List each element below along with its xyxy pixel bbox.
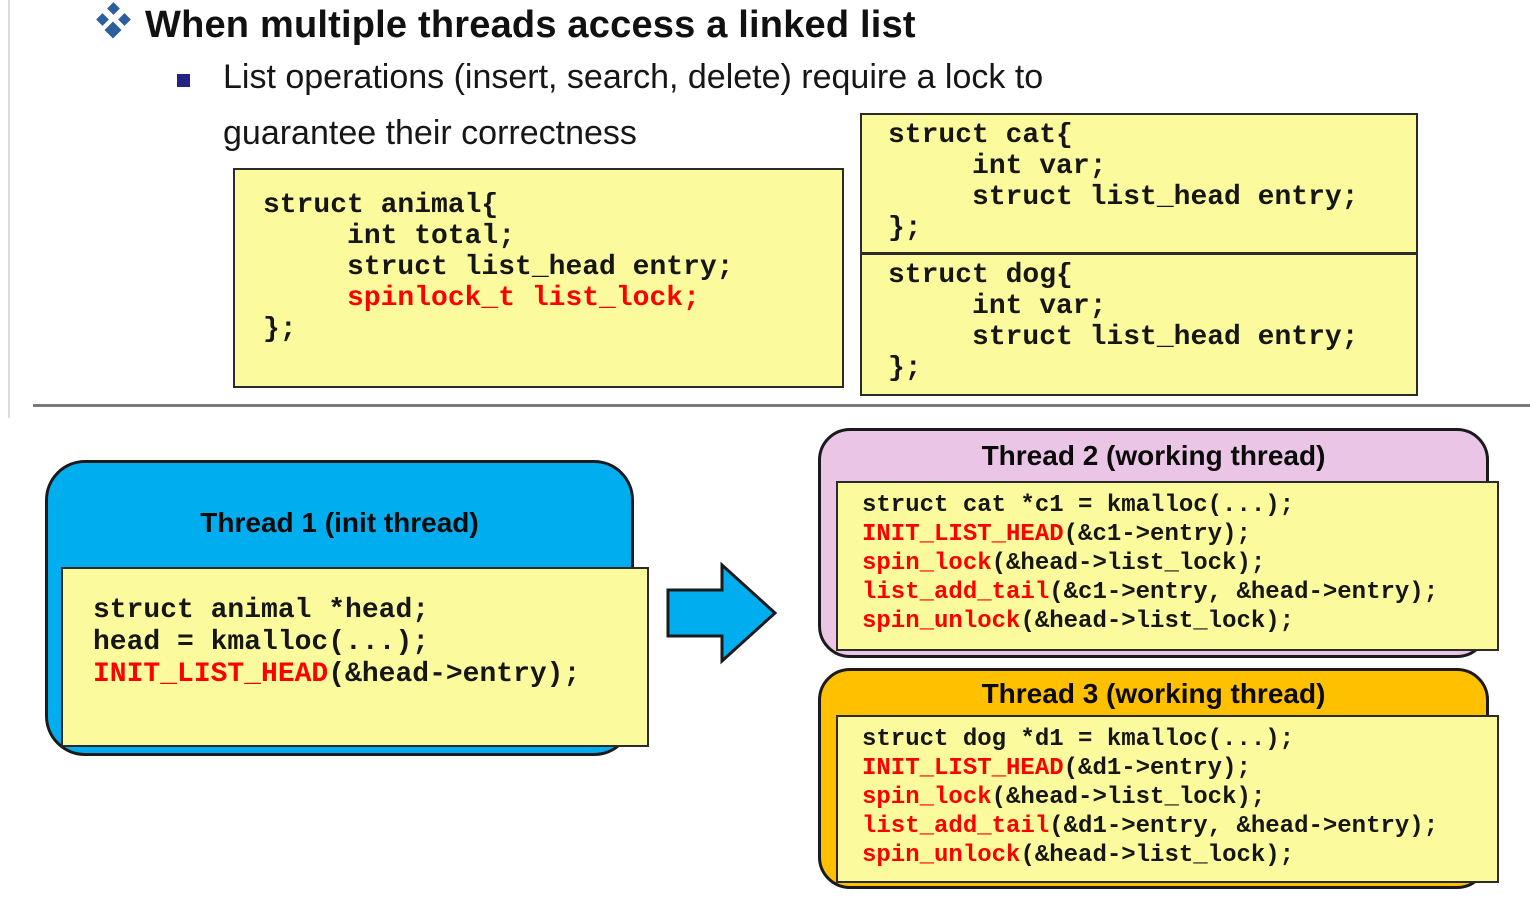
code-line: list_add_tail(&d1->entry, &head->entry); bbox=[862, 813, 1439, 840]
code-line: struct list_head entry; bbox=[888, 182, 1359, 213]
thread2-title: Thread 2 (working thread) bbox=[981, 440, 1326, 471]
code-line: struct list_head entry; bbox=[263, 252, 734, 283]
code-line: struct animal *head; bbox=[93, 595, 430, 626]
code-line: struct cat *c1 = kmalloc(...); bbox=[862, 492, 1295, 519]
code-line: struct list_head entry; bbox=[888, 322, 1359, 353]
bullet-text-line2: guarantee their correctness bbox=[223, 114, 637, 152]
code-line: struct dog *d1 = kmalloc(...); bbox=[862, 726, 1295, 753]
code-line: INIT_LIST_HEAD(&c1->entry); bbox=[862, 521, 1251, 548]
code-line: spin_lock(&head->list_lock); bbox=[862, 784, 1266, 811]
bullet-text-line1: List operations (insert, search, delete)… bbox=[223, 58, 1044, 96]
code-line: int var; bbox=[888, 151, 1107, 182]
thread2-code-box: struct cat *c1 = kmalloc(...);INIT_LIST_… bbox=[836, 481, 1499, 651]
thread1-code-box: struct animal *head;head = kmalloc(...);… bbox=[61, 567, 649, 747]
code-line: }; bbox=[888, 213, 922, 244]
page-title: When multiple threads access a linked li… bbox=[145, 4, 916, 46]
struct-dog-code-box: struct dog{ int var; struct list_head en… bbox=[860, 253, 1418, 396]
code-line: spin_unlock(&head->list_lock); bbox=[862, 608, 1295, 635]
code-line: INIT_LIST_HEAD(&d1->entry); bbox=[862, 755, 1251, 782]
thread1-box: Thread 1 (init thread) struct animal *he… bbox=[45, 460, 649, 756]
code-line: struct dog{ bbox=[888, 260, 1073, 291]
thread3-code-box: struct dog *d1 = kmalloc(...);INIT_LIST_… bbox=[836, 715, 1499, 883]
code-line: int var; bbox=[888, 291, 1107, 322]
struct-cat-code-box: struct cat{ int var; struct list_head en… bbox=[860, 113, 1418, 254]
code-line: spin_unlock(&head->list_lock); bbox=[862, 842, 1295, 869]
left-edge-line bbox=[8, 0, 10, 418]
horizontal-divider bbox=[33, 404, 1530, 407]
four-diamond-bullet-icon bbox=[96, 2, 132, 39]
thread3-box: Thread 3 (working thread) struct dog *d1… bbox=[818, 668, 1499, 889]
struct-animal-code-box: struct animal{ int total; struct list_he… bbox=[233, 168, 844, 388]
code-line: spin_lock(&head->list_lock); bbox=[862, 550, 1266, 577]
thread2-box: Thread 2 (working thread) struct cat *c1… bbox=[818, 428, 1499, 658]
thread1-title: Thread 1 (init thread) bbox=[200, 507, 479, 538]
right-arrow-icon bbox=[666, 561, 778, 665]
code-line: int total; bbox=[263, 221, 516, 252]
square-bullet-icon bbox=[177, 74, 190, 87]
code-line: list_add_tail(&c1->entry, &head->entry); bbox=[862, 579, 1439, 606]
code-line: head = kmalloc(...); bbox=[93, 627, 430, 658]
code-line: }; bbox=[888, 353, 922, 384]
code-line: struct cat{ bbox=[888, 120, 1073, 151]
code-line: struct animal{ bbox=[263, 190, 499, 221]
thread3-title: Thread 3 (working thread) bbox=[981, 678, 1326, 709]
code-line: }; bbox=[263, 314, 297, 345]
code-line: INIT_LIST_HEAD(&head->entry); bbox=[93, 659, 581, 690]
code-line: spinlock_t list_lock; bbox=[263, 283, 700, 314]
